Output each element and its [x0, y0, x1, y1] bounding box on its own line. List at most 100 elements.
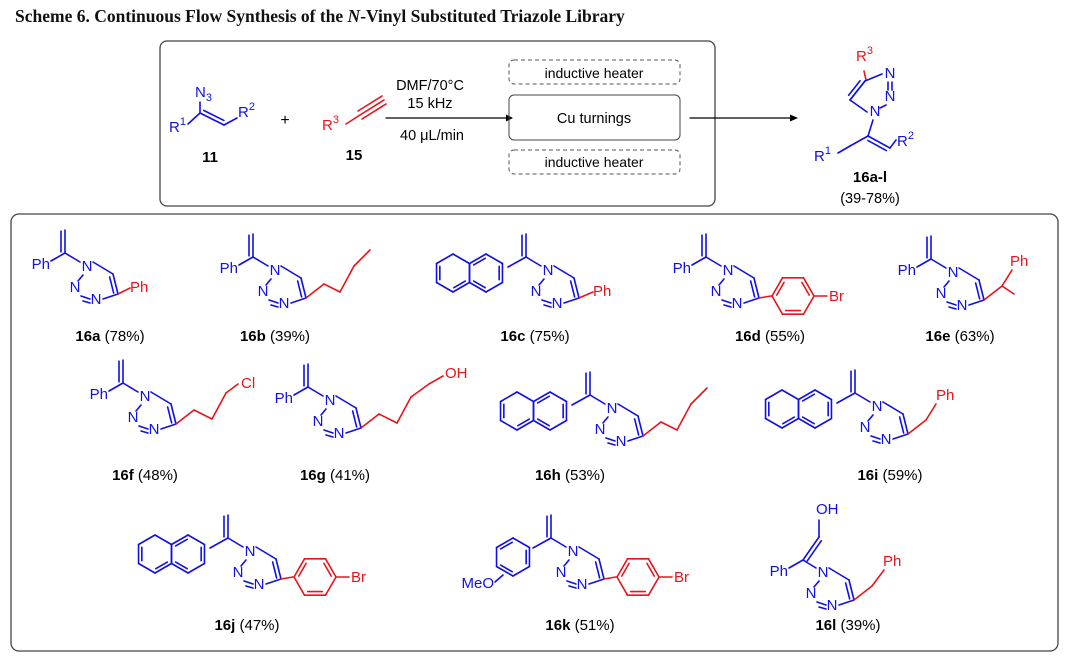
bond [80, 295, 91, 300]
bond [691, 256, 707, 266]
bond [849, 80, 866, 101]
compound-caption: 16d (55%) [735, 328, 805, 345]
bond [598, 558, 605, 580]
bond [983, 285, 1003, 301]
bond [571, 394, 591, 406]
bond [802, 536, 820, 561]
bond [749, 280, 756, 298]
bond [355, 407, 362, 429]
bond [797, 417, 816, 429]
bond [517, 418, 531, 427]
bond [112, 273, 119, 295]
bond [978, 279, 985, 301]
atom-label: MeO [461, 575, 494, 592]
bond [818, 606, 827, 610]
bond [516, 419, 535, 431]
bond [549, 391, 568, 403]
atom-label: N [245, 543, 256, 560]
bond [1001, 285, 1015, 295]
bond [108, 276, 115, 294]
bond [647, 558, 660, 578]
atom-label: N [827, 597, 838, 614]
bond [155, 561, 169, 570]
bond [324, 576, 337, 596]
bond [345, 114, 361, 125]
bond [174, 538, 188, 547]
bond [108, 382, 124, 392]
bond [816, 601, 827, 606]
bond [538, 278, 545, 286]
bond [290, 297, 307, 304]
bond [607, 442, 616, 446]
atom-label: N [233, 564, 244, 581]
atom-label: N [595, 421, 606, 438]
bond [117, 287, 131, 295]
bond [335, 395, 357, 409]
bond [549, 419, 568, 431]
bond [137, 534, 156, 546]
bond [797, 389, 816, 401]
bond [863, 70, 867, 81]
bond [847, 80, 861, 97]
bond [170, 562, 189, 574]
atom-label: Ph [883, 553, 901, 570]
bond [568, 585, 577, 589]
bond [175, 409, 195, 425]
atom-label: N [870, 103, 881, 120]
atom-label: N [325, 392, 336, 409]
atom-label: N [607, 400, 618, 417]
bond [494, 574, 504, 583]
compound-caption: 16j (47%) [214, 617, 279, 634]
bond [187, 562, 206, 574]
atom-label: N [140, 388, 151, 405]
bond [879, 104, 887, 109]
bond [280, 576, 294, 580]
bond [764, 389, 783, 401]
bond [271, 561, 278, 579]
bond [616, 558, 629, 578]
bond [968, 299, 985, 306]
atom-label: N [885, 88, 896, 105]
atom-label: N [543, 262, 554, 279]
atom-label: N [872, 398, 883, 415]
bond [872, 440, 881, 444]
bond [265, 278, 272, 286]
atom-label: N [313, 413, 324, 430]
bond [150, 391, 172, 405]
bond [359, 99, 385, 116]
bond [499, 541, 513, 550]
bond [867, 119, 874, 137]
bond [892, 433, 909, 440]
bond [202, 109, 225, 122]
bond [849, 135, 869, 147]
bond [646, 562, 656, 577]
bond [240, 559, 247, 567]
bond [854, 392, 871, 403]
bond [468, 253, 487, 265]
atom-label: Ph [275, 390, 293, 407]
bond [82, 300, 91, 304]
cu-turnings-box [508, 94, 681, 141]
atom-label: N [957, 297, 968, 314]
bond [499, 564, 513, 573]
bond [870, 435, 881, 440]
compound-caption: 16f (48%) [112, 467, 178, 484]
heater-bottom-label: inductive heater [545, 154, 644, 170]
bond [838, 599, 855, 606]
atom-label: Ph [936, 387, 954, 404]
bond [806, 539, 823, 562]
bond [836, 392, 856, 404]
bond [238, 256, 254, 266]
bond [507, 256, 527, 268]
bond [170, 534, 189, 546]
condition-solvent-temp: DMF/70°C [396, 78, 464, 94]
arrow-head [790, 114, 798, 122]
bond [753, 277, 760, 299]
